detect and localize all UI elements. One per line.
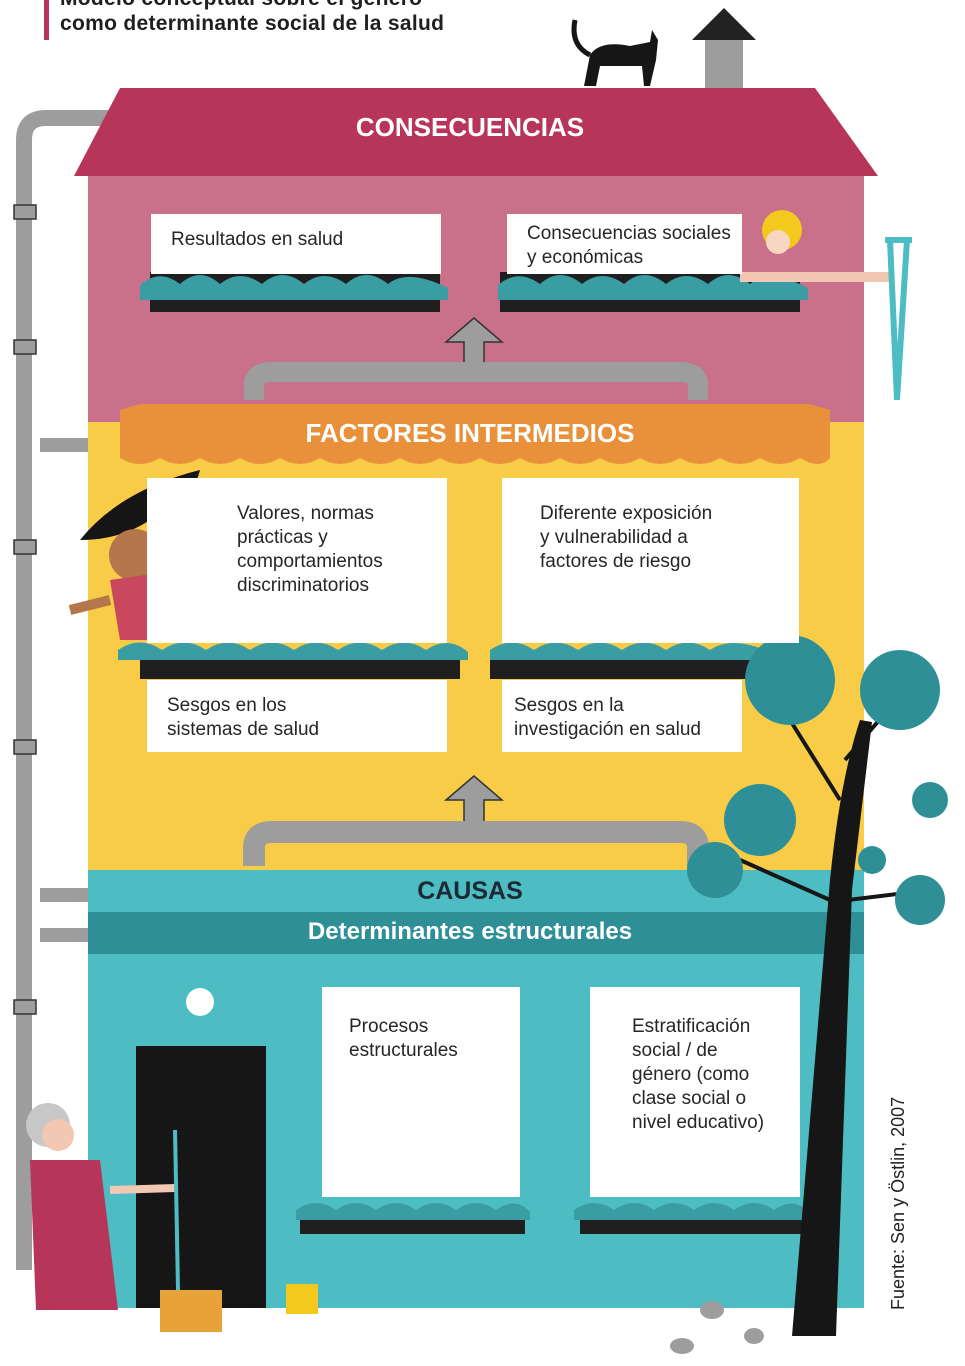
box-health-outcomes-text: Resultados en salud — [171, 229, 344, 250]
box-stratification-line-4: clase social o — [632, 1088, 747, 1109]
drain-pipe — [16, 110, 120, 1270]
box-social-economic-line-1: Consecuencias sociales — [527, 223, 731, 244]
box-health-system-bias: Sesgos en los sistemas de salud — [147, 680, 447, 752]
box-discriminatory-values-line-3: comportamientos — [237, 551, 383, 572]
roof — [74, 88, 878, 176]
source-credit: Fuente: Sen y Östlin, 2007 — [888, 1096, 908, 1310]
intermediate-heading: FACTORES INTERMEDIOS — [305, 418, 635, 448]
structural-determinants-heading: Determinantes estructurales — [307, 918, 633, 945]
box-risk-exposure-line-2: y vulnerabilidad a — [540, 527, 688, 548]
box-discriminatory-values-line-2: prácticas y — [237, 527, 328, 548]
box-stratification-line-2: social / de — [632, 1040, 718, 1061]
box-health-system-bias-line-1: Sesgos en los — [167, 695, 287, 716]
box-social-economic-line-2: y económicas — [527, 247, 644, 268]
cat — [584, 30, 658, 86]
box-structural-processes-line-1: Procesos — [349, 1016, 429, 1037]
box-stratification: Estratificación social / de género (como… — [590, 987, 800, 1197]
box-discriminatory-values-line-4: discriminatorios — [237, 575, 369, 596]
tree-trunk — [792, 720, 872, 1336]
box-structural-processes: Procesos estructurales — [322, 987, 520, 1197]
box-research-bias-line-1: Sesgos en la — [514, 695, 624, 716]
awning — [120, 404, 830, 458]
diagram-title: Modelo conceptual sobre el género como d… — [60, 0, 444, 36]
arrow-up-lower — [443, 775, 505, 829]
determinants-strip — [88, 912, 864, 954]
box-health-outcomes: Resultados en salud — [151, 214, 441, 274]
title-accent-bar — [44, 0, 49, 40]
pipe-bracket-1 — [13, 204, 37, 220]
box-risk-exposure: Diferente exposición y vulnerabilidad a … — [502, 478, 799, 643]
box-research-bias-line-2: investigación en salud — [514, 719, 701, 740]
causes-heading: CAUSAS — [417, 877, 523, 905]
box-structural-processes-line-2: estructurales — [349, 1040, 458, 1061]
box-discriminatory-values-line-1: Valores, normas — [237, 503, 374, 524]
box-discriminatory-values: Valores, normas prácticas y comportamien… — [147, 478, 447, 643]
box-research-bias: Sesgos en la investigación en salud — [502, 680, 742, 752]
box-stratification-line-1: Estratificación — [632, 1016, 751, 1037]
box-stratification-line-3: género (como — [632, 1064, 750, 1085]
box-risk-exposure-line-3: factores de riesgo — [540, 551, 692, 572]
box-risk-exposure-line-1: Diferente exposición — [540, 503, 713, 524]
chimney — [705, 40, 743, 90]
arrow-up-upper — [443, 317, 505, 371]
box-stratification-line-5: nivel educativo) — [632, 1112, 765, 1133]
box-health-system-bias-line-2: sistemas de salud — [167, 719, 320, 740]
pipe-bracket-5 — [13, 999, 37, 1015]
title-line-1: Modelo conceptual sobre el género — [60, 0, 444, 11]
door — [136, 1046, 266, 1308]
pipe-bracket-2 — [13, 339, 37, 355]
pipe-bracket-4 — [13, 739, 37, 755]
pipe-bracket-3 — [13, 539, 37, 555]
box-social-economic: Consecuencias sociales y económicas — [507, 214, 742, 274]
title-line-2: como determinante social de la salud — [60, 12, 445, 35]
consequences-heading: CONSECUENCIAS — [355, 112, 585, 142]
